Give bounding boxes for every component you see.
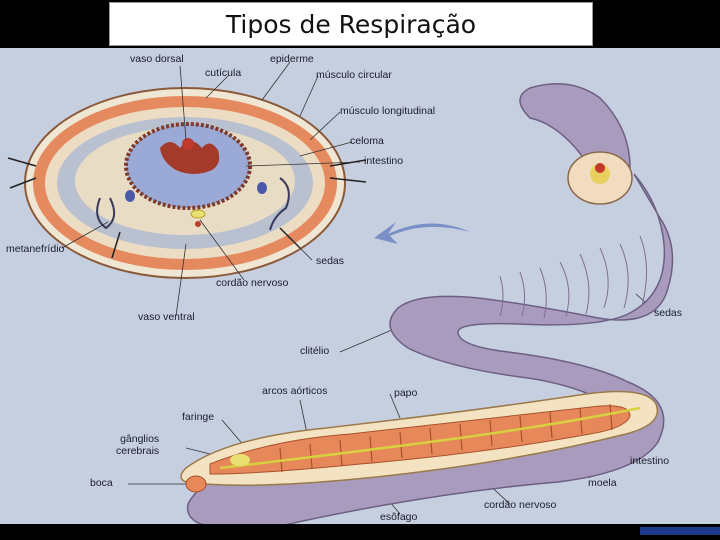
cross-section: [7, 87, 367, 279]
label-celoma: celoma: [350, 135, 384, 147]
label-vaso-dorsal: vaso dorsal: [130, 53, 184, 65]
label-boca: boca: [90, 477, 113, 489]
slide-bottom-accent: [640, 527, 720, 535]
slide-bottom-bar: [0, 524, 720, 540]
label-epiderme: epiderme: [270, 53, 314, 65]
label-musculo-longitudinal: músculo longitudinal: [340, 105, 436, 117]
label-metanefridio: metanefrídio: [6, 243, 65, 255]
label-intestino-top: intestino: [364, 155, 404, 167]
label-vaso-ventral: vaso ventral: [138, 311, 195, 323]
direction-arrow: [374, 222, 470, 244]
label-cordao-nervoso-bottom: cordão nervoso: [484, 499, 557, 511]
label-musculo-circular: músculo circular: [316, 69, 392, 81]
label-intestino-bottom: intestino: [630, 455, 670, 467]
earthworm-diagram: [7, 61, 674, 524]
title-bar: Tipos de Respiração: [109, 2, 593, 46]
label-sedas-right: sedas: [654, 307, 683, 319]
label-esofago: esôfago: [380, 511, 418, 523]
label-moela: moela: [588, 477, 617, 489]
diagram-area: vaso dorsal cutícula epiderme músculo ci…: [0, 48, 720, 524]
label-papo: papo: [394, 387, 418, 399]
label-faringe: faringe: [182, 411, 215, 423]
label-cordao-nervoso-top: cordão nervoso: [216, 277, 289, 289]
label-clitelio: clitélio: [300, 345, 330, 357]
earthworm: [180, 83, 674, 524]
label-cuticula: cutícula: [205, 67, 242, 79]
label-ganglios-cerebrais: gânglios cerebrais: [116, 433, 160, 457]
slide-title: Tipos de Respiração: [225, 9, 477, 39]
label-sedas-top: sedas: [316, 255, 345, 267]
label-arcos-aorticos: arcos aórticos: [262, 385, 328, 397]
